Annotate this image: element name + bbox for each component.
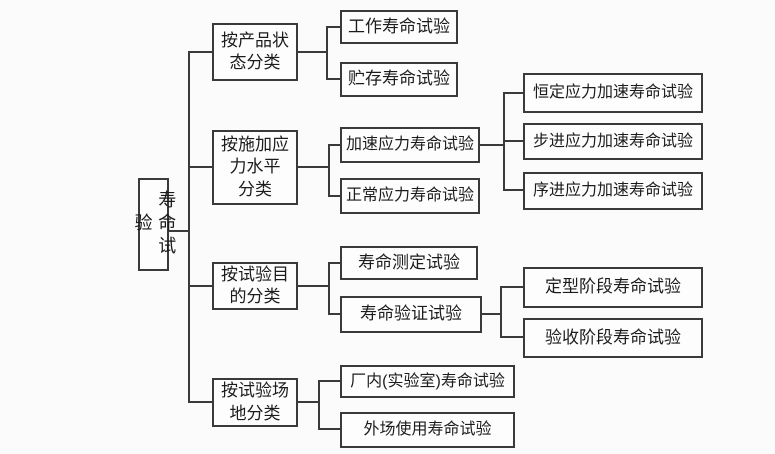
connector-accelerated-out bbox=[480, 144, 505, 146]
node-by-stress-level: 按施加应 力水平 分类 bbox=[212, 130, 298, 205]
connector-branch3-out bbox=[298, 285, 330, 287]
node-accelerated-stress-life-test: 加速应力寿命试验 bbox=[340, 127, 480, 163]
connector-main-trunk bbox=[188, 51, 190, 403]
node-in-plant-lab-life-test: 厂内(实验室)寿命试验 bbox=[340, 365, 515, 398]
node-storage-life-test: 贮存寿命试验 bbox=[340, 62, 458, 97]
node-by-test-site: 按试验场 地分类 bbox=[212, 378, 298, 427]
node-field-use-life-test: 外场使用寿命试验 bbox=[340, 412, 515, 448]
connector-branch2-subtrunk bbox=[328, 144, 330, 197]
connector-to-qualification-stage bbox=[500, 286, 523, 288]
connector-verification-subtrunk bbox=[500, 286, 502, 338]
connector-to-working-life bbox=[326, 26, 340, 28]
node-progressive-stress-accelerated-test: 序进应力加速寿命试验 bbox=[523, 172, 703, 210]
connector-to-in-plant-lab bbox=[318, 380, 340, 382]
connector-trunk-branch2 bbox=[188, 166, 212, 168]
connector-to-progressive-stress bbox=[503, 189, 523, 191]
connector-to-acceptance-stage bbox=[500, 336, 523, 338]
connector-trunk-branch4 bbox=[188, 401, 212, 403]
connector-branch1-out bbox=[298, 51, 328, 53]
connector-verification-out bbox=[482, 313, 502, 315]
node-step-stress-accelerated-test: 步进应力加速寿命试验 bbox=[523, 123, 703, 160]
connector-to-step-stress bbox=[503, 140, 523, 142]
connector-branch4-out bbox=[298, 401, 320, 403]
connector-to-storage-life bbox=[326, 78, 340, 80]
connector-to-constant-stress bbox=[503, 92, 523, 94]
node-life-determination-test: 寿命测定试验 bbox=[340, 246, 478, 280]
connector-branch4-subtrunk bbox=[318, 380, 320, 430]
connector-to-life-determination bbox=[328, 262, 340, 264]
node-by-product-state: 按产品状 态分类 bbox=[212, 23, 298, 81]
connector-branch3-subtrunk bbox=[328, 262, 330, 315]
connector-trunk-branch3 bbox=[188, 285, 212, 287]
node-normal-stress-life-test: 正常应力寿命试验 bbox=[340, 178, 480, 214]
node-by-test-purpose: 按试验目 的分类 bbox=[212, 262, 298, 310]
connector-root-trunk bbox=[169, 230, 190, 232]
node-life-verification-test: 寿命验证试验 bbox=[340, 296, 482, 333]
node-working-life-test: 工作寿命试验 bbox=[340, 10, 458, 44]
node-root-life-test: 寿命试验 bbox=[133, 178, 176, 271]
node-qualification-stage-life-test: 定型阶段寿命试验 bbox=[523, 267, 703, 308]
connector-to-field-use bbox=[318, 428, 340, 430]
connector-trunk-branch1 bbox=[188, 51, 212, 53]
connector-to-accelerated-stress bbox=[328, 144, 340, 146]
node-constant-stress-accelerated-test: 恒定应力加速寿命试验 bbox=[523, 73, 703, 113]
connector-to-normal-stress bbox=[328, 195, 340, 197]
node-acceptance-stage-life-test: 验收阶段寿命试验 bbox=[523, 318, 703, 358]
connector-branch1-subtrunk bbox=[326, 26, 328, 80]
connector-branch2-out bbox=[298, 166, 330, 168]
connector-to-life-verification bbox=[328, 313, 340, 315]
